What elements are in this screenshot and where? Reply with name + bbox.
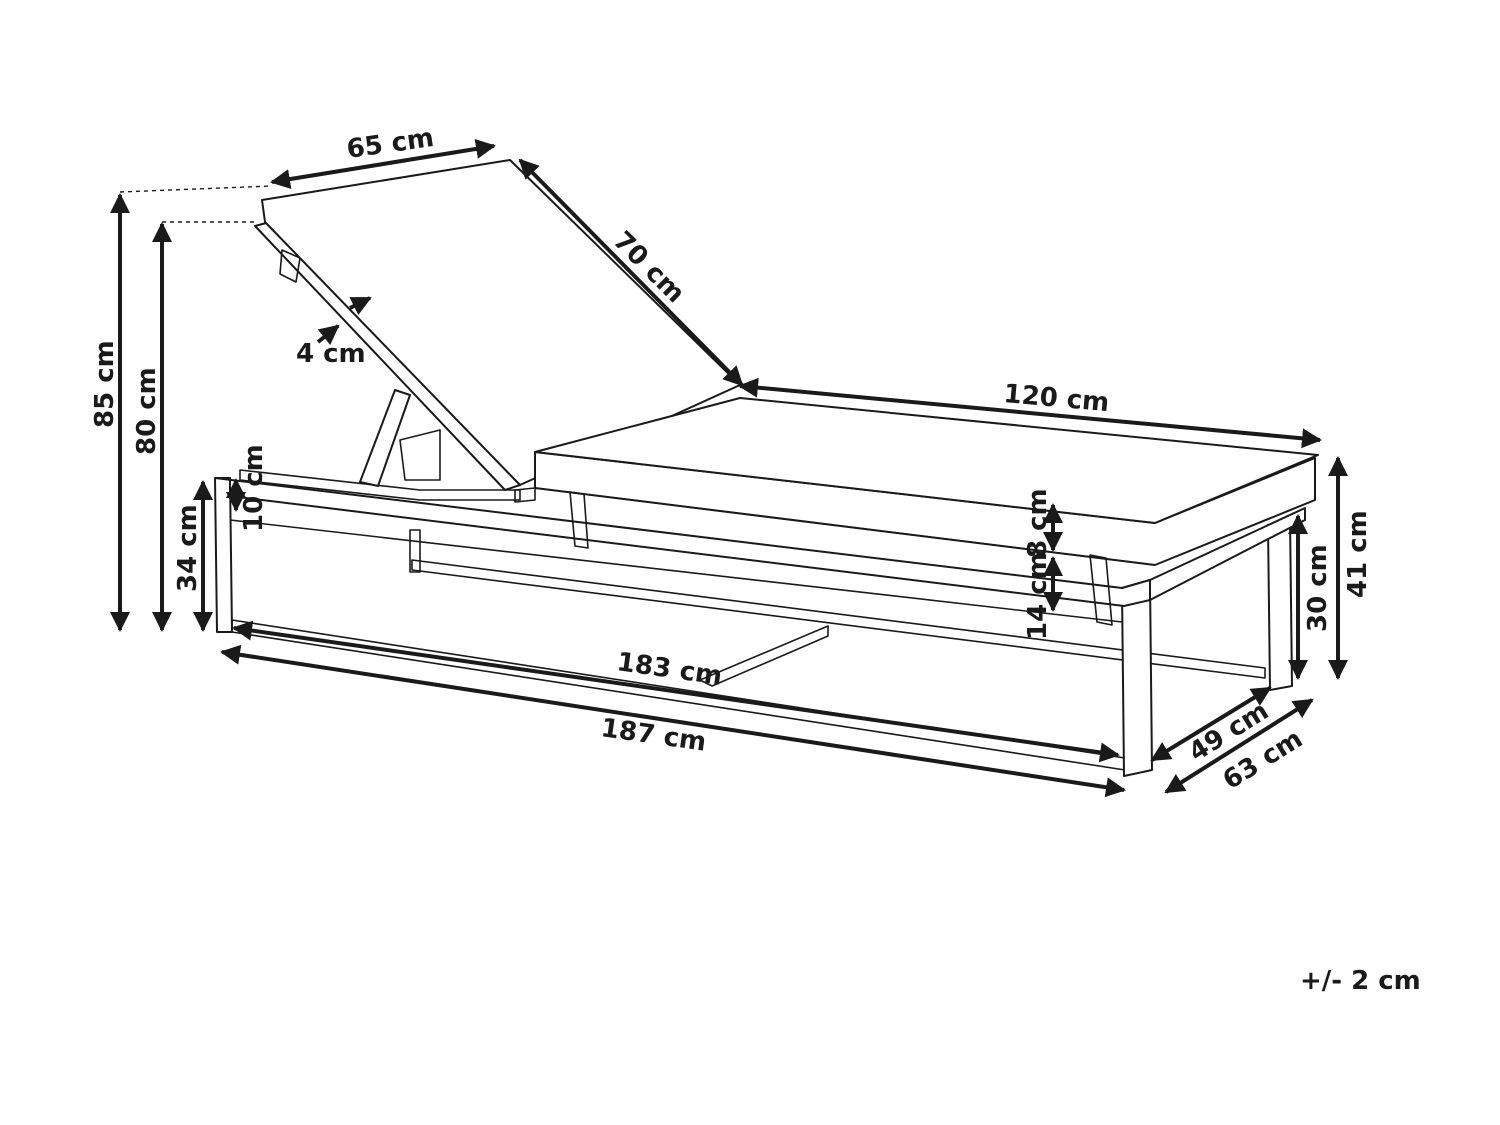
label-14: 14 cm xyxy=(1023,552,1053,640)
seat-cushion-top xyxy=(534,397,1319,524)
dim-line-187 xyxy=(220,644,1126,798)
label-10: 10 cm xyxy=(239,444,269,532)
label-4: 4 cm xyxy=(296,339,366,369)
backrest-cushion-edge xyxy=(264,221,521,486)
label-8: 8 cm xyxy=(1023,488,1053,558)
rear-left-leg xyxy=(409,529,421,573)
dim-line-65 xyxy=(270,139,496,189)
rear-right-leg xyxy=(1267,517,1293,691)
backrest-strap xyxy=(279,249,301,283)
label-187: 187 cm xyxy=(599,713,708,757)
dim-line-63 xyxy=(1164,698,1314,794)
lounger-drawing xyxy=(214,159,1319,777)
label-85: 85 cm xyxy=(90,340,120,428)
dim-line-70 xyxy=(518,158,744,387)
seat-base-board xyxy=(514,487,536,503)
backrest-support-bracket xyxy=(399,429,441,481)
backrest-support-strut xyxy=(359,389,411,487)
side-frame-lower-edge xyxy=(229,519,1123,623)
label-34: 34 cm xyxy=(173,504,203,592)
dimension-lines xyxy=(110,139,1348,798)
seat-strap-left xyxy=(569,491,589,549)
label-30: 30 cm xyxy=(1303,544,1333,632)
label-80: 80 cm xyxy=(132,367,162,455)
dim-line-120 xyxy=(738,377,1322,449)
dim-line-4-top xyxy=(349,296,372,315)
tolerance-note: +/- 2 cm xyxy=(1300,966,1421,996)
front-left-leg xyxy=(214,477,233,633)
label-41: 41 cm xyxy=(1343,510,1373,598)
seat-cushion-bottom-seam xyxy=(534,487,1156,566)
guide-85 xyxy=(119,185,273,193)
dim-line-4-bottom xyxy=(316,324,340,346)
front-right-leg xyxy=(1121,579,1153,777)
